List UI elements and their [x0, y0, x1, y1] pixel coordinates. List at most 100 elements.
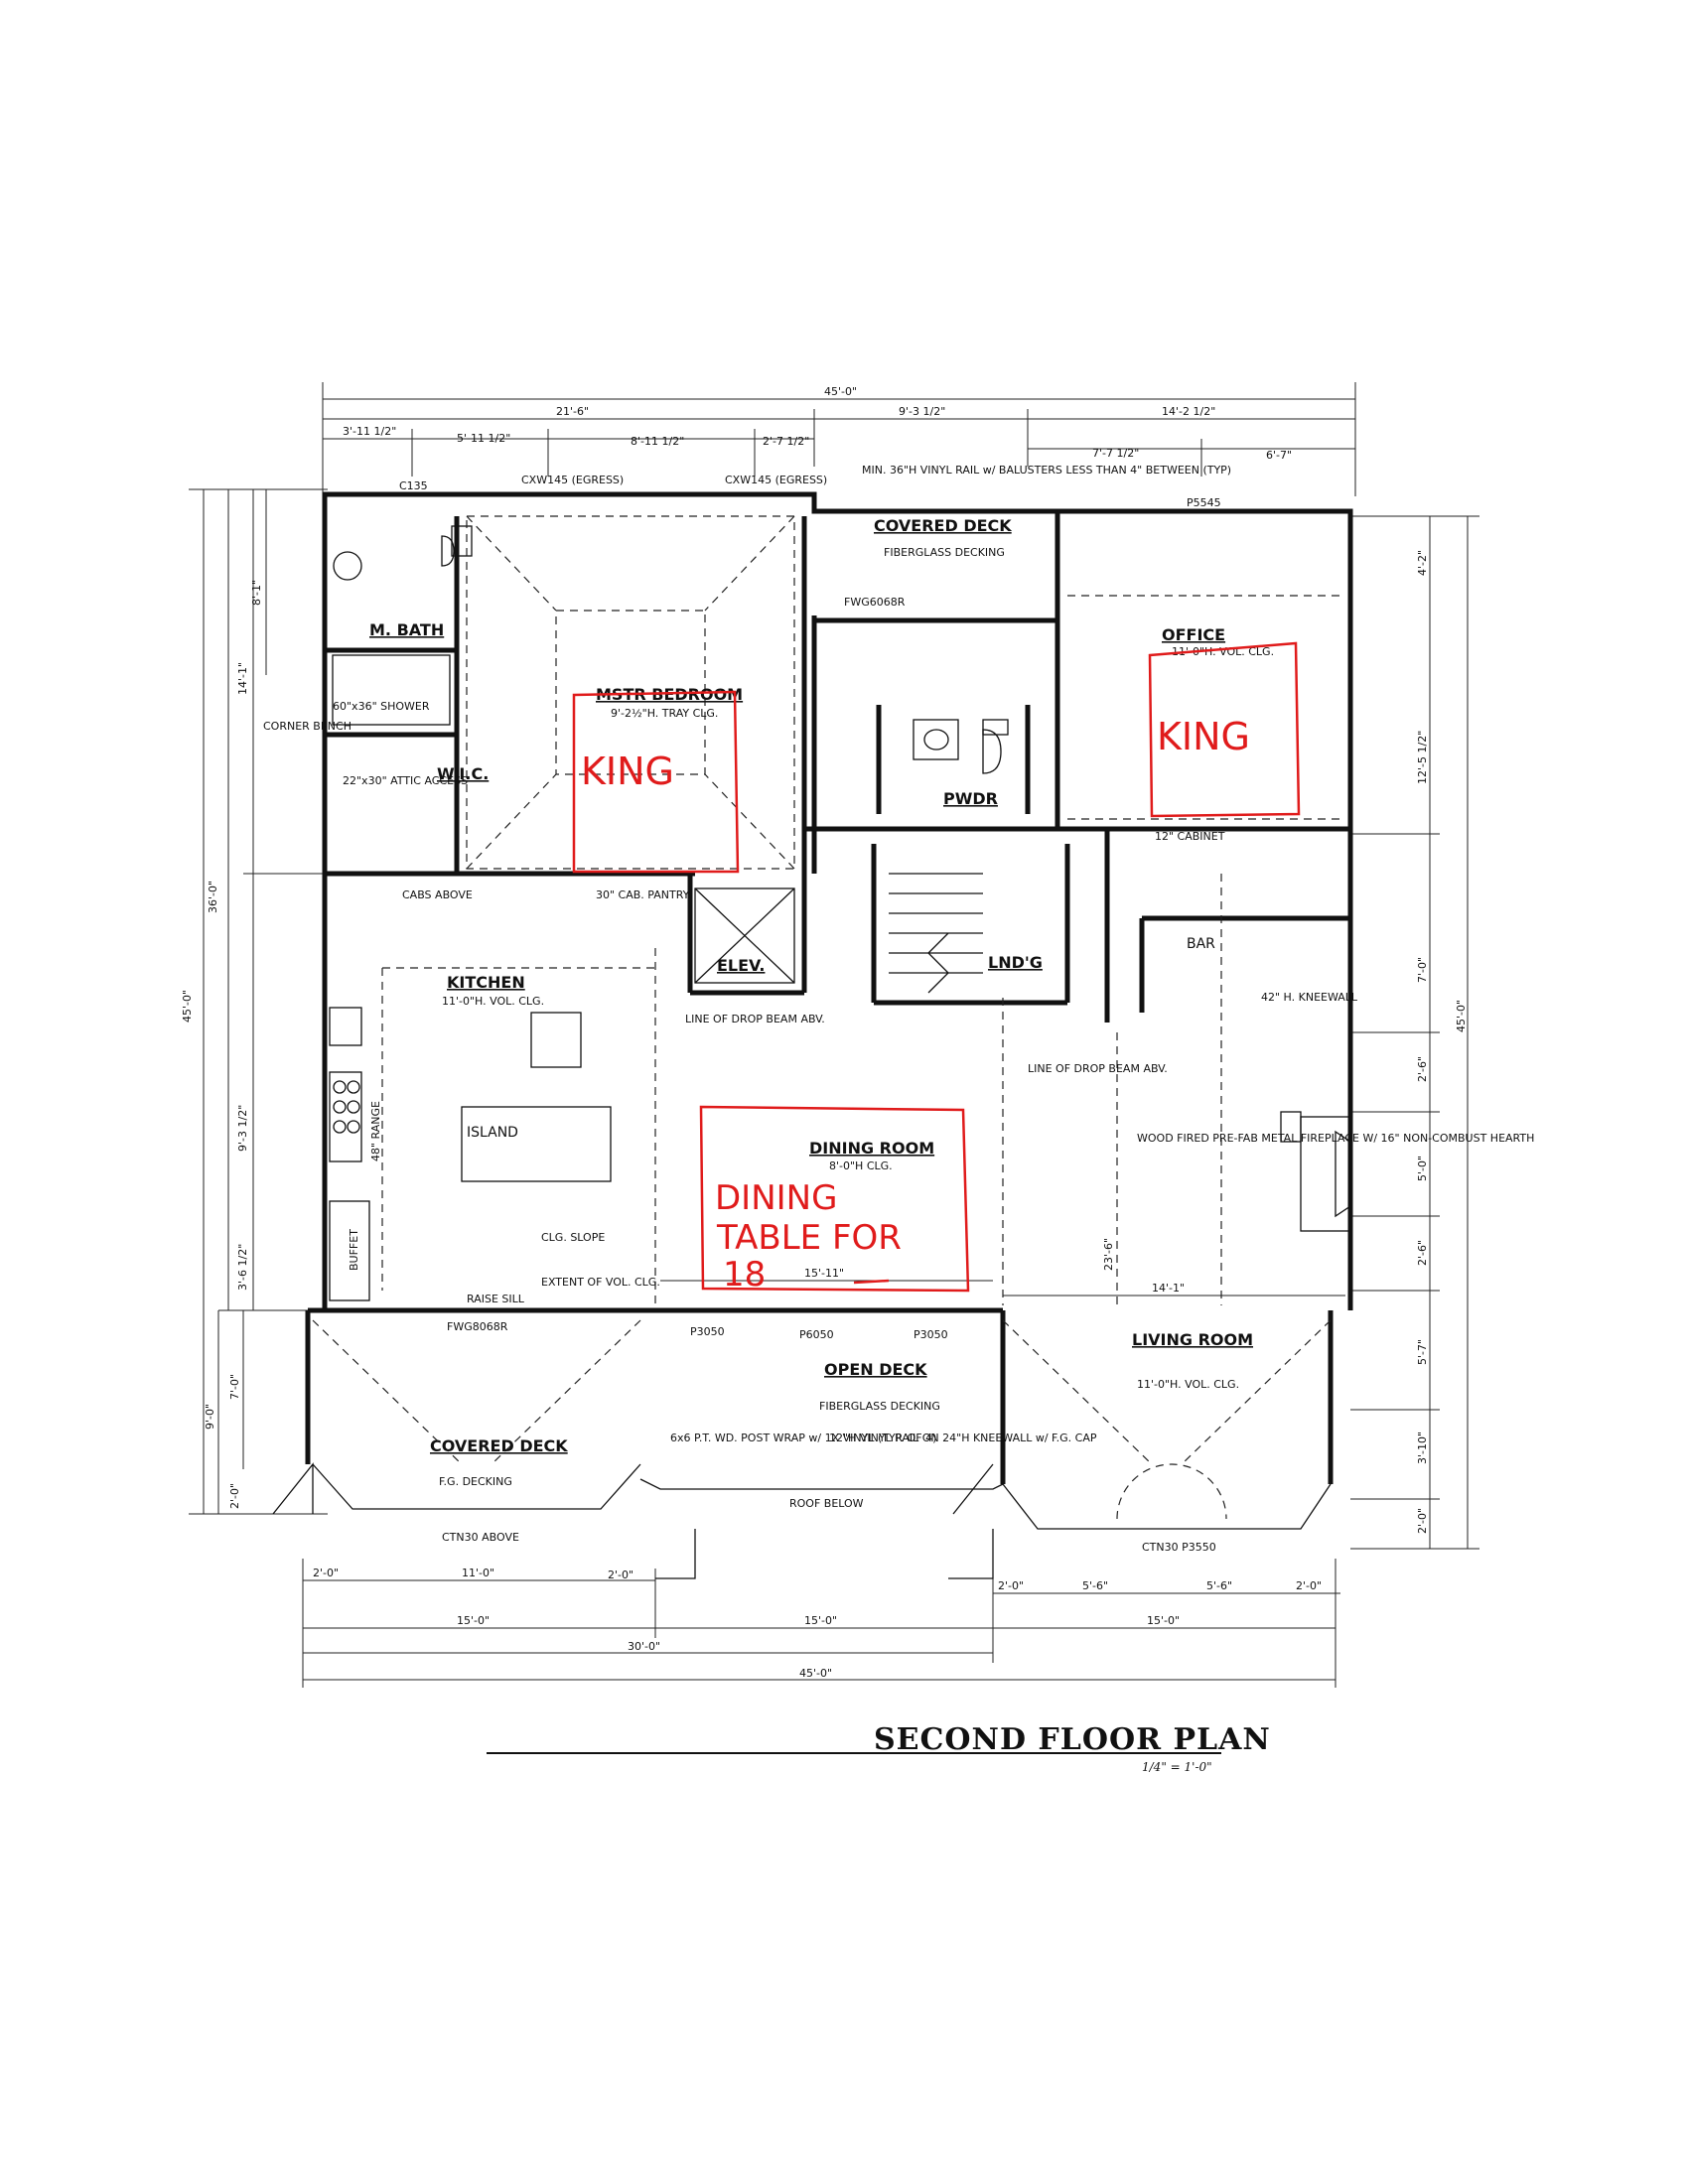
- dim-bottom-15a: 15'-0": [457, 1614, 490, 1627]
- sheet-scale: 1/4" = 1'-0": [1142, 1760, 1212, 1774]
- note-buffet: BUFFET: [348, 1229, 360, 1271]
- note-raise-sill: RAISE SILL: [467, 1293, 525, 1305]
- king-bed-outline-right: [1148, 641, 1301, 818]
- dim-right-26b: 2'-6": [1416, 1240, 1429, 1266]
- dim-bottom-30: 30'-0": [628, 1640, 660, 1653]
- dim-bottom-15c: 15'-0": [1147, 1614, 1180, 1627]
- dim-right-26: 2'-6": [1416, 1056, 1429, 1082]
- dim-bottom-55a: 5'-6": [1082, 1579, 1108, 1592]
- dim-left-overall: 45'-0": [181, 990, 194, 1023]
- room-office: OFFICE: [1162, 625, 1225, 644]
- kitchen-fixtures: [329, 1007, 612, 1301]
- room-m-bath: M. BATH: [369, 620, 444, 639]
- note-shower: 60"x36" SHOWER: [333, 700, 430, 713]
- note-p5545: P5545: [1187, 496, 1221, 509]
- dim-bottom-15b: 15'-0": [804, 1614, 837, 1627]
- right-dimensions: 45'-0" 4'-2" 12'-5 1/2" 7'-0" 2'-6" 5'-0…: [1350, 515, 1479, 1550]
- note-roof-below: ROOF BELOW: [789, 1497, 864, 1510]
- dim-bottom-overall: 45'-0": [799, 1667, 832, 1680]
- dining-table-outline: [699, 1105, 970, 1293]
- dim-bottom-11: 11'-0": [462, 1567, 494, 1579]
- dim-top-sub6: 6'-7": [1266, 449, 1292, 462]
- ceiling-lines: [312, 515, 1340, 1520]
- room-pwdr: PWDR: [943, 789, 998, 808]
- note-extent-vol: EXTENT OF VOL. CLG.: [541, 1276, 660, 1289]
- left-dimensions: 45'-0" 36'-0" 14'-1" 9'-3 1/2" 3'-6 1/2"…: [181, 488, 328, 1515]
- note-c135: C135: [399, 479, 428, 492]
- dim-bottom-55b: 5'-6": [1206, 1579, 1232, 1592]
- room-living-room-note: 11'-0"H. VOL. CLG.: [1137, 1378, 1239, 1391]
- dim-top-sub3: 8'-11 1/2": [631, 435, 684, 448]
- note-corner-bench: CORNER BENCH: [263, 720, 352, 733]
- dim-right-5: 5'-0": [1416, 1156, 1429, 1181]
- dim-top-sub5: 7'-7 1/2": [1092, 447, 1139, 460]
- handwritten-dining-line1: DINING: [715, 1178, 837, 1218]
- dim-top-sub1: 3'-11 1/2": [343, 425, 396, 438]
- red-markup: KING KING DINING TABLE FOR 18: [572, 641, 1301, 1295]
- dim-left-7: 7'-0": [228, 1374, 241, 1400]
- note-cabs-above: CABS ABOVE: [402, 888, 473, 901]
- room-mstr-bedroom-note: 9'-2½"H. TRAY CLG.: [611, 707, 718, 720]
- dim-top-left: 21'-6": [556, 405, 589, 418]
- interior-walls: [325, 511, 1350, 1023]
- stairs: [889, 873, 983, 994]
- note-ctn30: CTN30 P3550: [1142, 1541, 1216, 1554]
- dim-dining-width: 15'-11": [804, 1267, 844, 1280]
- note-fwg-top: FWG6068R: [844, 596, 906, 609]
- note-clg-slope: CLG. SLOPE: [541, 1231, 605, 1244]
- room-dining-room-note: 8'-0"H CLG.: [829, 1160, 893, 1172]
- room-covered-deck-top-note: FIBERGLASS DECKING: [884, 546, 1005, 559]
- room-wic: W.I.C.: [437, 764, 489, 783]
- dim-top-mid: 9'-3 1/2": [899, 405, 945, 418]
- note-range: 48" RANGE: [369, 1101, 382, 1161]
- room-open-deck-note: FIBERGLASS DECKING: [819, 1400, 940, 1413]
- note-ctn30-above: CTN30 ABOVE: [442, 1531, 519, 1544]
- dim-left-2: 2'-0": [228, 1483, 241, 1509]
- dim-living-width: 14'-1": [1152, 1282, 1185, 1295]
- room-dining-room: DINING ROOM: [809, 1139, 934, 1158]
- fireplace-symbol: [1280, 1111, 1351, 1232]
- dim-right-42: 4'-2": [1416, 550, 1429, 576]
- bath-fixtures: [332, 525, 1009, 774]
- dim-right-2: 2'-0": [1416, 1508, 1429, 1534]
- room-mstr-bedroom: MSTR BEDROOM: [596, 685, 743, 704]
- dim-bottom-2b: 2'-0": [608, 1569, 633, 1581]
- dim-right-310: 3'-10": [1416, 1432, 1429, 1464]
- dim-bottom-2a: 2'-0": [313, 1567, 339, 1579]
- dim-left-36: 36'-0": [207, 881, 219, 913]
- room-office-note: 11'-0"H. VOL. CLG.: [1172, 645, 1274, 658]
- dim-overall-top: 45'-0": [824, 385, 857, 398]
- sheet-title: SECOND FLOOR PLAN: [874, 1722, 1271, 1757]
- handwritten-dining-line2: TABLE FOR: [716, 1218, 902, 1258]
- note-fireplace: WOOD FIRED PRE-FAB METAL FIREPLACE W/ 16…: [1137, 1132, 1534, 1145]
- dim-right-overall: 45'-0": [1455, 1000, 1468, 1032]
- exterior-walls: [272, 491, 1353, 1579]
- note-rail: MIN. 36"H VINYL RAIL w/ BALUSTERS LESS T…: [862, 464, 1231, 477]
- dim-top-sub4: 2'-7 1/2": [763, 435, 809, 448]
- room-covered-deck-bottom-note: F.G. DECKING: [439, 1475, 512, 1488]
- dim-right-57: 5'-7": [1416, 1339, 1429, 1365]
- note-post-wrap: 6x6 P.T. WD. POST WRAP w/ 1X VINYL (TYP.…: [670, 1432, 936, 1444]
- handwritten-king-left: KING: [581, 750, 674, 793]
- dim-right-7: 7'-0": [1416, 957, 1429, 983]
- room-kitchen-note: 11'-0"H. VOL. CLG.: [442, 995, 544, 1008]
- room-open-deck: OPEN DECK: [824, 1360, 927, 1379]
- note-vinyl-rail: 12"H VINYL RAIL ON 24"H KNEEWALL w/ F.G.…: [829, 1432, 1097, 1444]
- title-block: SECOND FLOOR PLAN 1/4" = 1'-0": [487, 1722, 1271, 1774]
- note-egress-left: CXW145 (EGRESS): [521, 474, 624, 486]
- handwritten-king-right: KING: [1157, 715, 1250, 758]
- room-covered-deck-bottom: COVERED DECK: [430, 1436, 568, 1455]
- note-fwg: FWG8068R: [447, 1320, 508, 1333]
- dim-top-right: 14'-2 1/2": [1162, 405, 1215, 418]
- dim-bottom-2d: 2'-0": [1296, 1579, 1322, 1592]
- room-bar: BAR: [1187, 936, 1215, 952]
- dim-top-sub2: 5'-11 1/2": [457, 432, 510, 445]
- note-drop-beam-2: LINE OF DROP BEAM ABV.: [1028, 1062, 1168, 1075]
- dim-right-125: 12'-5 1/2": [1416, 731, 1429, 784]
- room-kitchen: KITCHEN: [447, 973, 525, 992]
- note-cab-pantry: 30" CAB. PANTRY: [596, 888, 690, 901]
- note-p3050: P3050: [690, 1325, 725, 1338]
- room-island: ISLAND: [467, 1125, 518, 1141]
- interior-dimensions: 15'-11" 14'-1" 23'-6": [660, 1238, 1345, 1297]
